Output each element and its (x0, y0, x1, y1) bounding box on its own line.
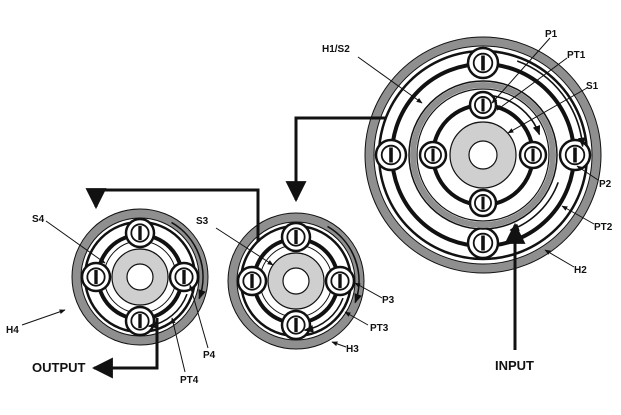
label-s3: S3 (196, 216, 209, 227)
planet-shaft (481, 235, 485, 251)
stage4-rotation-arrow-outer (171, 221, 206, 300)
planet-shaft (389, 147, 393, 163)
stage2-planet-left (374, 138, 408, 172)
stage3-rotation-arrow-outer (327, 225, 362, 304)
label-pt3: PT3 (370, 323, 389, 334)
planet-shaft (294, 318, 298, 332)
planet-shaft (138, 314, 142, 328)
planet-shaft (481, 55, 485, 71)
label-input: INPUT (495, 358, 534, 373)
planet-shaft (531, 148, 535, 162)
label-pt1: PT1 (567, 50, 586, 61)
stage1-planet-top (468, 90, 498, 120)
stage4-rotation-arrow-inner (147, 293, 188, 329)
label-pt4: PT4 (180, 375, 199, 386)
leader-lines (21, 37, 599, 373)
flow-line-stage2-to-stage3 (285, 116, 385, 203)
gear-stage-4 (71, 208, 209, 346)
stage3-rotation-arrow-inner (303, 297, 344, 333)
stage4-sun-bore (126, 263, 154, 291)
planet-shaft (94, 270, 98, 284)
stage2-planet-right (558, 138, 592, 172)
stage4-planet-top (124, 217, 156, 249)
component-labels: H1/S2 P1 PT1 S1 P2 PT2 H2 INPUT S3 P3 PT… (6, 29, 613, 386)
stage1-sun-bore (468, 140, 498, 170)
label-h1-s2: H1/S2 (322, 44, 350, 55)
gear-stage-3 (227, 212, 365, 350)
stage3-planet-bottom (280, 309, 312, 341)
label-s4: S4 (32, 214, 45, 225)
stage1-ring-h1-s2 (410, 82, 556, 228)
stage1-planet-bottom (468, 188, 498, 218)
stage3-planet-right (324, 265, 356, 297)
label-s1: S1 (586, 81, 599, 92)
stage2-rotation-arrow-outer (516, 60, 586, 148)
planet-shaft (294, 230, 298, 244)
label-output: OUTPUT (32, 360, 86, 375)
stage3-planet-top (280, 221, 312, 253)
planet-shaft (250, 274, 254, 288)
stage1-rotation-arrow-inner (493, 95, 541, 136)
planet-shaft (481, 196, 485, 210)
stage4-planet-right (168, 261, 200, 293)
planet-shaft (138, 226, 142, 240)
planet-shaft (431, 148, 435, 162)
gear-stage-1-2 (364, 36, 602, 274)
stage1-ring-h1-s2-outer (408, 80, 558, 230)
label-h2: H2 (574, 265, 587, 276)
power-flow-lines (85, 116, 526, 379)
flow-line-stage3-to-stage4 (85, 188, 260, 242)
planet-shaft (338, 274, 342, 288)
label-p1: P1 (545, 29, 558, 40)
label-pt2: PT2 (594, 222, 613, 233)
label-p3: P3 (382, 295, 395, 306)
stage1-planet-right (518, 140, 548, 170)
planet-shaft (481, 98, 485, 112)
flow-line-output (91, 318, 159, 379)
stage4-planet-left (80, 261, 112, 293)
label-p2: P2 (599, 179, 612, 190)
stage3-sun-bore (282, 267, 310, 295)
stage2-planet-bottom (466, 226, 500, 260)
stage3-planet-left (236, 265, 268, 297)
stage1-planet-left (418, 140, 448, 170)
label-p4: P4 (203, 350, 216, 361)
stage1-ring-inner (416, 88, 550, 222)
stage2-planet-top (466, 46, 500, 80)
label-h4: H4 (6, 325, 19, 336)
stage4-planet-bottom (124, 305, 156, 337)
label-h3: H3 (346, 344, 359, 355)
planet-shaft (182, 270, 186, 284)
planet-shaft (573, 147, 577, 163)
